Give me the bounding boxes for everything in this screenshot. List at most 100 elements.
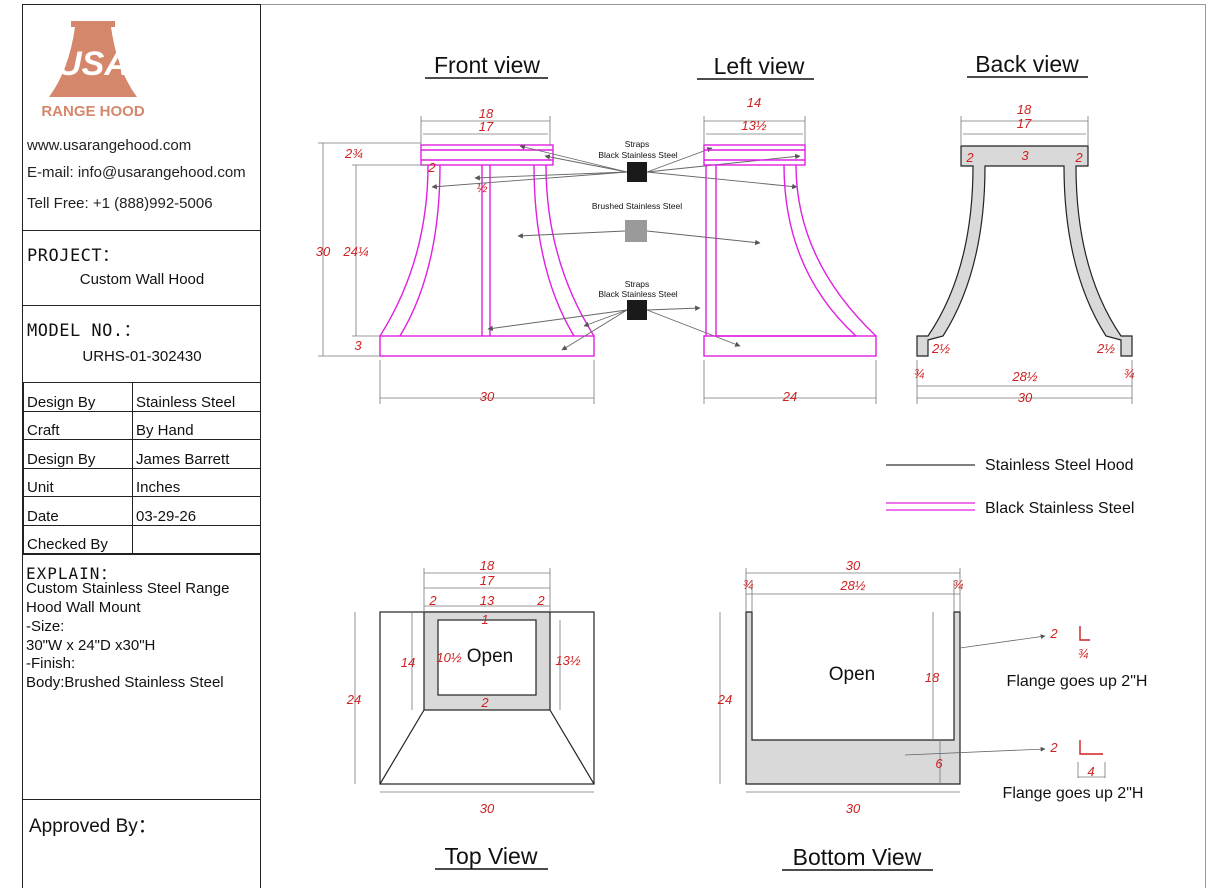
dim-label: 18 [1017,102,1032,117]
front-dim-labels: 18 17 30 24¼ 2¾ 3 ½ 2 30 [316,106,495,404]
dim-label: 30 [846,801,861,816]
dim-label: ¾ [1078,646,1089,661]
dim-label: 2½ [1096,341,1115,356]
info-label: Design By [23,439,133,469]
dim-label: 2 [1049,626,1058,641]
dim-label: 14 [747,95,761,110]
dim-label: 28½ [1011,369,1037,384]
title-block: USA RANGE HOOD www.usarangehood.com E-ma… [22,4,261,888]
front-bottom-band [379,335,595,357]
flange-detail-1 [1079,626,1090,641]
bottom-dim-labels: 30 ¾ 28½ ¾ 18 24 6 30 2 ¾ 2 4 [717,558,1095,816]
dim-label: ½ [477,180,488,195]
dim-label: 6 [935,756,943,771]
black-stainless-swatch [627,162,647,182]
bottom-view-drawing: Open [745,611,961,785]
website-link[interactable]: www.usarangehood.com [27,137,192,154]
top-open-label: Open [467,646,513,667]
info-label: Checked By [23,524,133,554]
dim-label: ¾ [914,366,925,381]
flange-details [1077,626,1106,778]
dim-label: 4 [1087,764,1094,779]
black-ss-label-bottom: Black Stainless Steel [598,289,677,299]
back-profile [916,145,1133,357]
left-view-title: Left view [714,53,805,79]
brushed-ss-label: Brushed Stainless Steel [592,201,682,211]
brushed-stainless-swatch [625,220,647,242]
dim-label: 17 [480,573,495,588]
legend-hood-label: Stainless Steel Hood [985,457,1134,474]
info-value: Inches [132,467,261,497]
left-bottom-band [703,335,877,357]
dim-label: 1 [481,612,488,627]
model-label: MODEL NO.： [27,321,142,341]
dim-label: 24 [717,692,732,707]
back-dimensions [916,116,1133,404]
back-view-drawing [916,145,1133,357]
top-view-title: Top View [445,843,538,869]
back-view-title: Back view [975,51,1079,77]
legend: Stainless Steel Hood Black Stainless Ste… [886,457,1134,517]
email-text[interactable]: E-mail: info@usarangehood.com [27,164,246,181]
explain-line: Body:Brushed Stainless Steel [26,674,224,691]
flange-note-2: Flange goes up 2"H [1003,785,1144,802]
dim-label: 3 [354,338,362,353]
sheet-right-border [1205,4,1206,888]
bottom-open-label: Open [829,664,875,685]
dim-label: 2 [965,150,974,165]
dim-label: 28½ [839,578,865,593]
black-ss-label-top: Black Stainless Steel [598,150,677,160]
dim-label: 30 [480,389,495,404]
top-view-drawing: Open [379,611,595,785]
explain-line: -Size: [26,618,65,635]
black-stainless-swatch [627,300,647,320]
front-dimensions [318,116,595,404]
front-outer-curve-right [545,164,595,337]
dim-label: 24¼ [342,244,368,259]
model-value: URHS-01-302430 [82,348,202,365]
front-top-band [420,144,554,166]
front-inner-curve-left [399,164,441,337]
info-label: Date [23,496,133,526]
dim-label: 2 [536,593,545,608]
dim-label: 18 [480,558,495,573]
back-dim-labels: 18 17 2 3 2 2½ 2½ ¾ 28½ ¾ 30 [914,102,1135,405]
project-value: Custom Wall Hood [79,271,205,288]
logo-text-usa: USA [57,45,129,83]
explain-line: 30"W x 24"D x30"H [26,637,156,654]
front-outer-curve-left [379,164,429,337]
project-label: PROJECT： [27,246,120,266]
bottom-view-title: Bottom View [793,844,922,870]
dim-label: 10½ [436,650,461,665]
dim-label: 13½ [741,118,766,133]
front-view-drawing [379,144,595,357]
dim-label: ¾ [953,577,964,592]
left-outer-curve [795,164,877,337]
info-label: Unit [23,467,133,497]
left-dimensions [703,116,877,404]
explain-line: Custom Stainless Steel Range [26,580,230,597]
left-dim-labels: 14 13½ 24 [741,95,797,404]
dim-label: ¾ [1124,366,1135,381]
left-top-band [703,144,806,166]
dim-label: 3 [1021,148,1029,163]
front-inner-curve-right [533,164,575,337]
phone-text: Tell Free: +1 (888)992-5006 [27,195,213,212]
sheet-top-border [261,4,1205,5]
material-callouts: Straps Black Stainless Steel Brushed Sta… [431,139,801,351]
approved-by-label: Approved By： [29,816,157,837]
left-view-drawing [703,144,877,357]
dim-label: 2¾ [344,146,363,161]
dim-label: 13 [480,593,495,608]
divider [23,230,261,231]
view-titles: Front view Left view Back view Top View … [425,51,1088,871]
flange-note-1: Flange goes up 2"H [1007,673,1148,690]
info-value: By Hand [132,410,261,440]
dim-label: 14 [401,655,415,670]
dim-label: 2 [428,593,437,608]
dim-label: 24 [346,692,361,707]
legend-black-label: Black Stainless Steel [985,500,1134,517]
